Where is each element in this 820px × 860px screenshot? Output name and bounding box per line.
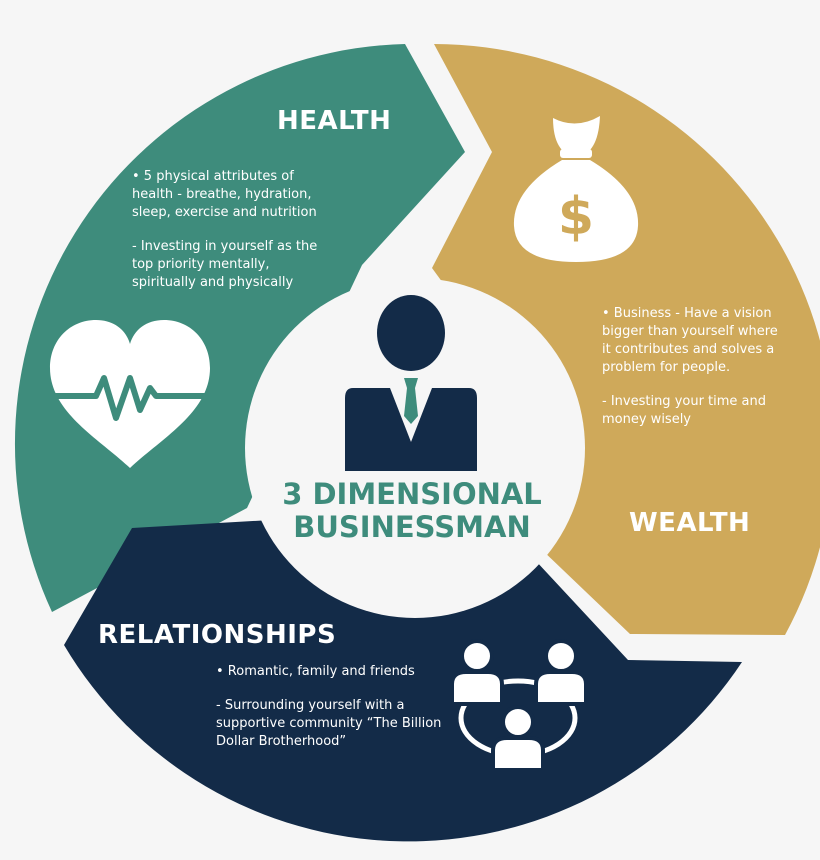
health-segment (14, 44, 465, 612)
health-bullet-1: • 5 physical attributes of health - brea… (132, 169, 317, 220)
center-title-line-2: BUSINESSMAN (293, 510, 531, 544)
wealth-bullet-list: • Business - Have a vision bigger than y… (602, 305, 782, 445)
dollar-sign: $ (558, 187, 594, 247)
wealth-bullet-2: - Investing your time and money wisely (602, 394, 767, 427)
relationships-segment (64, 518, 742, 842)
center-title: 3 DIMENSIONAL BUSINESSMAN (262, 478, 562, 544)
center-title-line-1: 3 DIMENSIONAL (282, 477, 542, 511)
heart-pulse-icon (50, 320, 210, 468)
businessman-icon (345, 295, 477, 471)
relationships-bullet-list: • Romantic, family and friends - Surroun… (216, 663, 446, 767)
wealth-bullet-1: • Business - Have a vision bigger than y… (602, 306, 778, 375)
relationships-title: RELATIONSHIPS (98, 620, 337, 650)
relationships-bullet-1: • Romantic, family and friends (216, 664, 415, 679)
money-bag-icon: $ (513, 116, 639, 262)
wealth-title: WEALTH (629, 508, 751, 538)
health-bullet-list: • 5 physical attributes of health - brea… (132, 168, 332, 308)
relationships-bullet-2: - Surrounding yourself with a supportive… (216, 698, 442, 749)
community-icon (450, 639, 588, 772)
health-title: HEALTH (277, 106, 392, 136)
health-bullet-2: - Investing in yourself as the top prior… (132, 239, 318, 290)
